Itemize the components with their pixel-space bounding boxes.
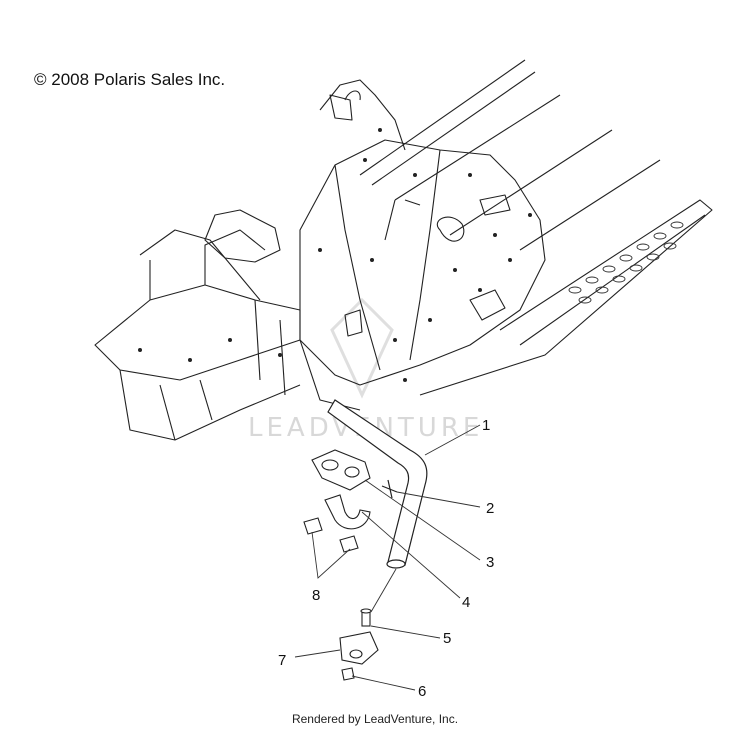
callout-5: 5 — [443, 630, 451, 647]
running-board-holes — [568, 221, 684, 304]
leader-lines — [294, 424, 481, 691]
callout-1: 1 — [482, 417, 490, 434]
chassis-frame — [94, 59, 713, 441]
part-8-nuts — [303, 517, 359, 553]
callout-7: 7 — [278, 652, 286, 669]
callout-8: 8 — [312, 587, 320, 604]
part-4-u-bracket — [324, 494, 371, 530]
part-1-tube — [327, 399, 428, 569]
part-7-lower-clamp — [339, 631, 379, 665]
callout-4: 4 — [462, 594, 470, 611]
callout-labels: 1 2 3 4 5 6 7 8 — [278, 417, 494, 700]
part-2-pin — [381, 479, 398, 499]
copyright-notice: © 2008 Polaris Sales Inc. — [34, 70, 226, 89]
callout-6: 6 — [418, 683, 426, 700]
part-5-bolt — [360, 608, 372, 627]
frame-rivets — [138, 128, 532, 382]
callout-3: 3 — [486, 554, 494, 571]
part-6-nut — [341, 667, 355, 681]
rendered-by-footer: Rendered by LeadVenture, Inc. — [291, 712, 459, 726]
part-3-clamp-block — [311, 449, 371, 491]
callout-2: 2 — [486, 500, 494, 517]
